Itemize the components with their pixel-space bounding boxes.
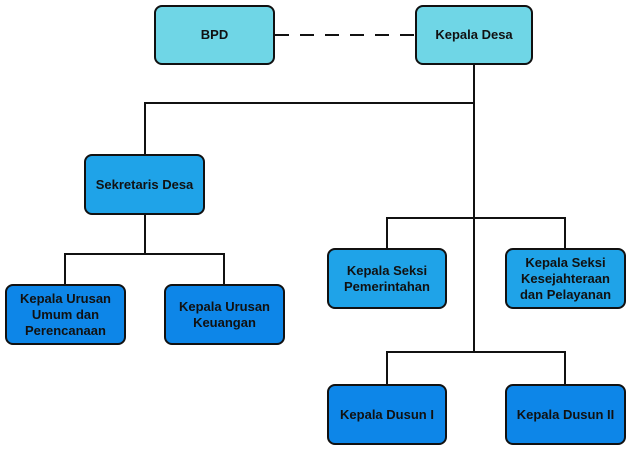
node-kepala-dusun-2: Kepala Dusun II [505,384,626,445]
node-kepala-desa: Kepala Desa [415,5,533,65]
node-kepala-seksi-kesejahteraan: Kepala Seksi Kesejahteraan dan Pelayanan [505,248,626,309]
node-kepala-urusan-keuangan: Kepala Urusan Keuangan [164,284,285,345]
node-kepala-dusun-1: Kepala Dusun I [327,384,447,445]
connector-to-urusan-nodes [64,253,225,284]
node-kepala-urusan-umum: Kepala Urusan Umum dan Perencanaan [5,284,126,345]
connector-to-sekretaris-desa [144,102,474,154]
node-sekretaris-desa: Sekretaris Desa [84,154,205,215]
node-kepala-seksi-pemerintahan: Kepala Seksi Pemerintahan [327,248,447,309]
connector-to-seksi-nodes [386,217,566,248]
connector-to-dusun-nodes [386,351,566,384]
node-bpd: BPD [154,5,275,65]
